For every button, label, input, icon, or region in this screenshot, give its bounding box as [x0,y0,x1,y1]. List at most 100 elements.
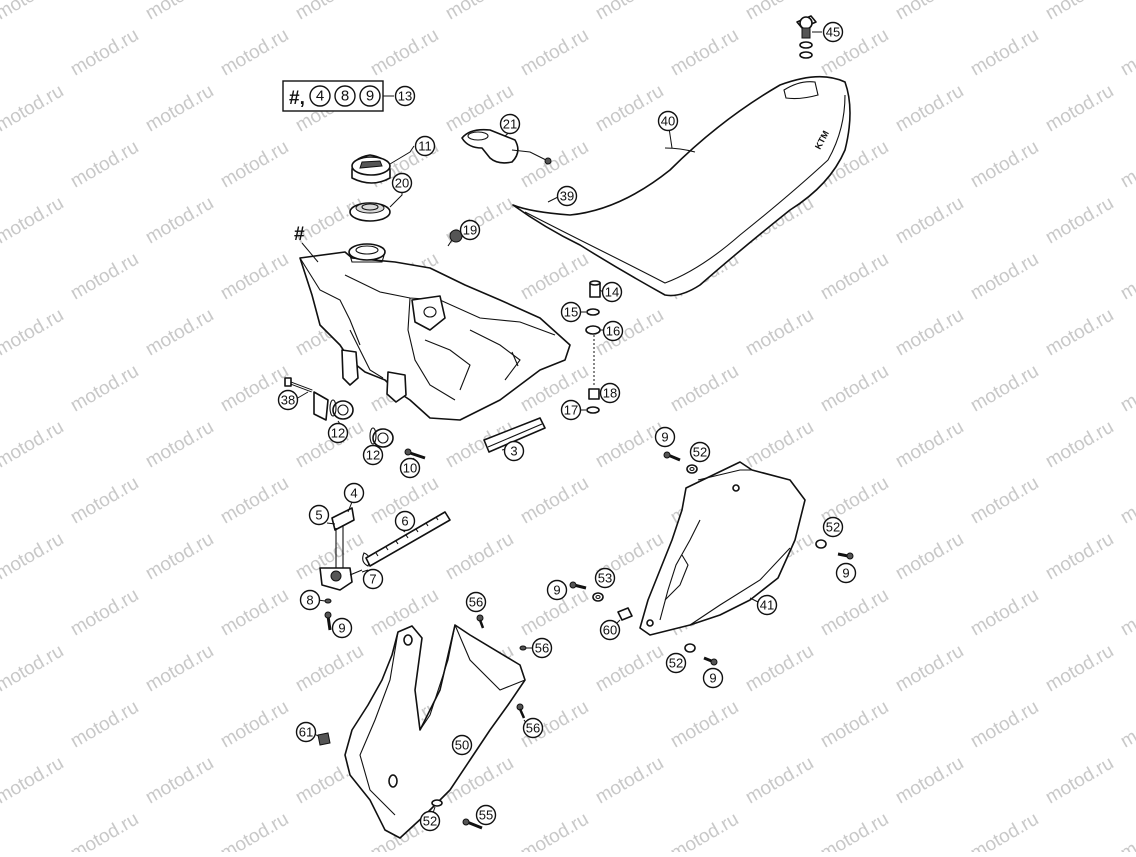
watermark-text: motod.ru [892,529,967,585]
watermark-text: motod.ru [67,361,142,417]
panel-screw-right [837,552,854,560]
callout-ring [560,399,582,421]
watermark-text: motod.ru [0,0,67,24]
watermark-text: motod.ru [217,137,292,193]
callout-ring [394,85,416,107]
callout-ring [459,219,481,241]
callout-label: 52 [826,520,840,535]
callout-ring [391,172,413,194]
watermark-text: motod.ru [667,809,742,852]
callout-label: 52 [693,445,707,460]
watermark-text: motod.ru [217,473,292,529]
watermark-text: motod.ru [1117,585,1136,641]
fuel-tank [299,243,571,421]
watermark-text: motod.ru [892,417,967,473]
hose-clamp [362,552,370,567]
watermark-text: motod.ru [1042,641,1117,697]
watermark-text: motod.ru [667,361,742,417]
watermark-text: motod.ru [1117,361,1136,417]
watermark-text: motod.ru [442,0,517,24]
watermark-text: motod.ru [742,641,817,697]
callout-ring [327,422,349,444]
watermark-text: motod.ru [817,697,892,753]
callout-ring [399,457,421,479]
watermark-text: motod.ru [892,81,967,137]
watermark-text: motod.ru [67,585,142,641]
callout-ring [560,301,582,323]
screw-10 [404,448,426,463]
fuel-tap [319,501,369,591]
watermark-text: motod.ru [1042,81,1117,137]
callout-ring [419,810,441,832]
kit-member-9: 9 [366,88,374,105]
callout-ring [756,594,778,616]
watermark-text: motod.ru [142,81,217,137]
callout-ring [602,320,624,342]
callout-ring [546,579,568,601]
watermark-text: motod.ru [967,249,1042,305]
tap-screw [324,611,332,631]
seat: KTM [512,75,851,297]
watermark-text: motod.ru [742,753,817,809]
callout-label: 55 [479,808,493,823]
watermark-text: motod.ru [892,305,967,361]
callout-label: 11 [418,139,432,154]
watermark-text: motod.ru [1117,473,1136,529]
callout-label: 18 [603,386,617,401]
watermark-text: motod.ru [1042,305,1117,361]
watermark-text: motod.ru [1042,753,1117,809]
watermark-text: motod.ru [517,473,592,529]
watermark-text: motod.ru [967,473,1042,529]
seat-bolt [796,15,822,59]
watermark-text: motod.ru [67,697,142,753]
watermark-text: motod.ru [142,193,217,249]
panel-washer-top [686,464,698,474]
watermark-text: motod.ru [967,137,1042,193]
watermark-text: motod.ru [1042,0,1117,24]
callout-label: 60 [603,623,617,638]
callout-label: 40 [661,114,675,129]
callout-ring [277,389,299,411]
watermark-text: motod.ru [967,25,1042,81]
watermark-text: motod.ru [0,305,67,361]
panel-washer-bottom [684,643,696,653]
fuel-cap [351,154,391,184]
callout-label: 19 [463,223,477,238]
callout-label: 3 [510,444,517,459]
spoiler-bolt-bottom [462,817,483,830]
left-spoiler [344,624,526,839]
watermark-text: motod.ru [1117,697,1136,753]
panel-screw-mid [569,581,587,590]
spoiler-screw-low [516,703,528,725]
callout-ring [822,21,844,43]
callout-ring [331,617,353,639]
watermark-text: motod.ru [67,809,142,852]
callout-ring [594,567,616,589]
watermark-text: motod.ru [817,585,892,641]
callout-ring [343,482,365,504]
watermark-text: motod.ru [1042,193,1117,249]
callout-ring [531,637,553,659]
watermark-text: motod.ru [217,25,292,81]
callout-label: 9 [709,671,716,686]
watermark-text: motod.ru [1117,25,1136,81]
callout-label: 52 [423,814,437,829]
kit-member-4: 4 [316,88,324,105]
callout-ring [394,510,416,532]
watermark-text: motod.ru [217,585,292,641]
watermark-text: motod.ru [592,0,667,24]
callout-ring [654,426,676,448]
watermark-text: motod.ru [967,361,1042,417]
callout-ring [362,568,384,590]
watermark-text: motod.ru [742,305,817,361]
watermark-text: motod.ru [217,361,292,417]
callout-ring [299,589,321,611]
callout-label: 9 [338,621,345,636]
watermark-text: motod.ru [1117,809,1136,852]
watermark-text: motod.ru [292,641,367,697]
callout-ring [657,110,679,132]
watermark-text: motod.ru [592,753,667,809]
watermark-text: motod.ru [592,81,667,137]
callout-ring [689,441,711,463]
